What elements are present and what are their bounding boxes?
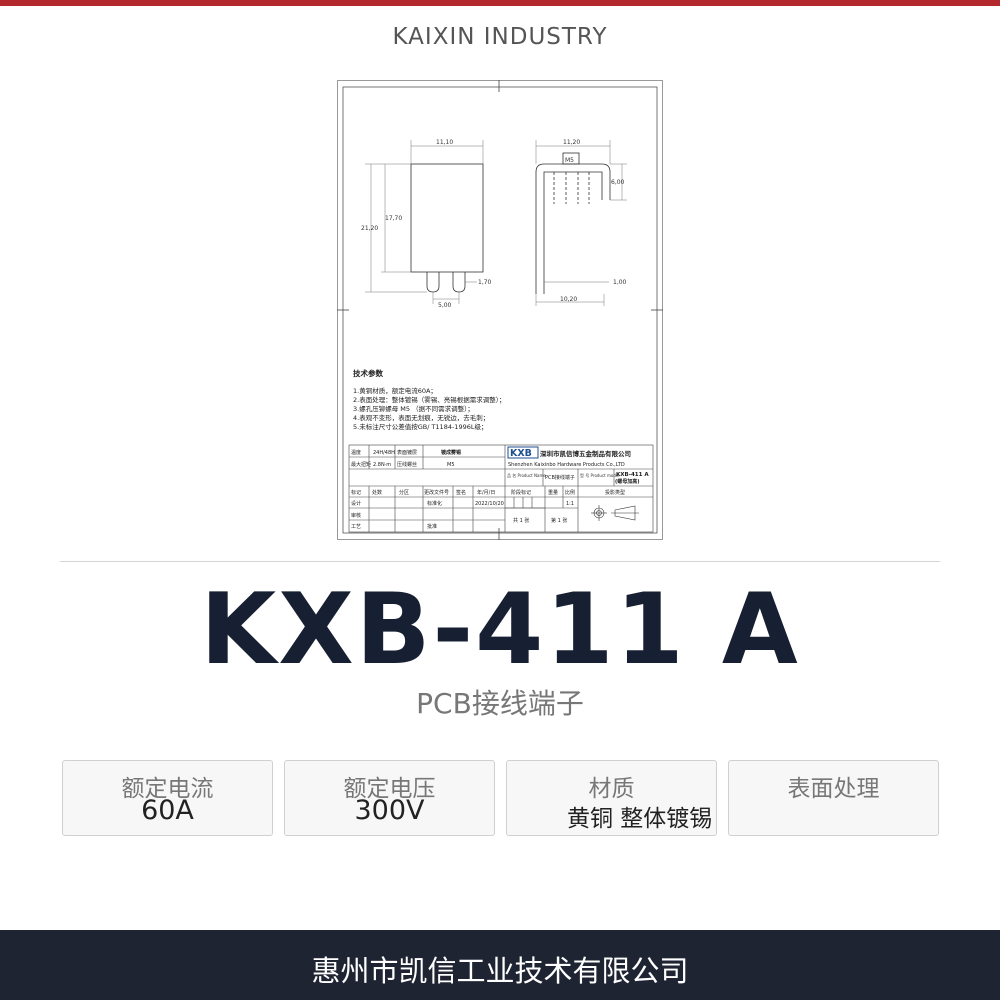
spec-label: 表面处理	[787, 776, 880, 802]
tb-head: 标记	[351, 489, 361, 496]
spec-label: 额定电流	[121, 776, 214, 802]
tb-head: 投影类型	[605, 489, 625, 496]
footer-bar: 惠州市凯信工业技术有限公司	[0, 930, 1000, 1000]
dim-h-body: 17,70	[385, 215, 402, 222]
spec-label: 额定电压	[343, 776, 436, 802]
dim-thread: M5	[565, 157, 574, 164]
tb-head: 分区	[399, 489, 409, 496]
tech-notes: 技术参数 1.黄铜材质，额定电流60A； 2.表面处理：整体镀锡（雾锡、亮锡根据…	[353, 368, 505, 431]
front-view	[365, 140, 484, 304]
spec-value: 300V	[354, 795, 425, 826]
model: KXB-411 A	[616, 472, 649, 478]
tb-cell: 标准化	[427, 500, 442, 507]
dim-base-w: 10,20	[560, 296, 577, 303]
spec-card-material: 材质 黄铜 整体镀锡（亮锡/雾锡可选）	[506, 760, 904, 836]
tech-line: 2.表面处理：整体镀锡（雾锡、亮锡根据需求调整）；	[353, 395, 505, 404]
tb-cell: 2.8N·m	[373, 462, 391, 468]
front-view-dims: 11,10 21,20 17,70 1,70 5,00	[361, 139, 492, 309]
section-divider	[60, 561, 940, 562]
technical-drawing: 11,10 21,20 17,70 1,70 5,00 11,20 M5 6,0…	[337, 80, 663, 540]
kxb-logo: KXB	[510, 448, 532, 459]
product-model: KXB-411 A	[200, 573, 800, 687]
spec-value: 60A	[141, 795, 194, 826]
model-label: 型 号 Product model	[580, 472, 619, 478]
dim-h-total: 21,20	[361, 225, 378, 232]
side-view-dims: 11,20 M5 6,00 1,00 10,20	[560, 139, 627, 303]
dim-pin-w: 1,70	[478, 279, 492, 286]
tb-cell: 最大扭矩	[351, 461, 371, 468]
tb-scale: 1:1	[566, 501, 574, 507]
tech-line: 1.黄铜材质，额定电流60A；	[353, 386, 437, 395]
tb-cell: 压线螺丝	[397, 461, 417, 468]
top-accent-bar	[0, 0, 1000, 6]
spec-label: 材质	[588, 776, 635, 802]
tb-head: 重量	[548, 489, 558, 496]
tb-cell: 工艺	[351, 524, 361, 530]
tb-sheets-total: 共 1 张	[513, 517, 529, 524]
dim-h-side: 6,00	[611, 179, 625, 186]
tb-cell: 2022/10/20	[475, 501, 504, 507]
dim-pin-pitch: 5,00	[438, 302, 452, 309]
product-name: PCB接线端子	[545, 474, 575, 481]
footer-company: 惠州市凯信工业技术有限公司	[311, 954, 689, 988]
dim-w-side: 11,20	[563, 139, 580, 146]
company-en: Shenzhen Kaixinbo Hardware Products Co.,…	[508, 462, 625, 468]
tech-line: 5.未标注尺寸公差值按GB/ T1184-1996L级；	[353, 422, 487, 431]
brand-name: KAIXIN INDUSTRY	[392, 24, 608, 50]
tb-cell: 批准	[427, 523, 437, 530]
tb-head: 比例	[565, 489, 575, 496]
title-block: 温度 24H/48H 表面镀层 镀成雾锡 最大扭矩 2.8N·m 压线螺丝 M5…	[348, 444, 654, 533]
tb-head: 阶段标记	[511, 489, 531, 496]
spec-card-voltage: 额定电压 300V	[284, 760, 495, 836]
tb-cell: 温度	[351, 449, 361, 456]
tb-cell: 审核	[351, 512, 361, 519]
tb-cell: 镀成雾锡	[441, 449, 461, 456]
tech-line: 4.表观不变形，表面无划痕，无锐边，去毛刺；	[353, 413, 489, 422]
tb-cell: 表面镀层	[397, 449, 417, 456]
product-subtitle: PCB接线端子	[416, 687, 584, 720]
tech-title: 技术参数	[353, 368, 383, 378]
tb-head: 年/月/日	[477, 489, 495, 496]
tb-head: 更改文件号	[424, 489, 449, 496]
product-name-label: 品 名 Product Name	[507, 472, 546, 478]
tb-head: 签名	[456, 489, 466, 496]
company-cn: 深圳市凯信博五金制品有限公司	[540, 449, 631, 458]
spec-card-current: 额定电流 60A	[62, 760, 273, 836]
side-view	[535, 140, 627, 306]
dim-w-front: 11,10	[436, 139, 453, 146]
tb-cell: M5	[447, 462, 455, 468]
tb-cell: 24H/48H	[373, 450, 395, 456]
tech-line: 3.螺孔压铆螺母 M5 （据不同需求调整）；	[353, 404, 474, 413]
projection-symbol	[591, 505, 639, 521]
tb-sheet-no: 第 1 张	[551, 517, 567, 524]
dim-thickness: 1,00	[613, 279, 627, 286]
tb-head: 处数	[372, 489, 382, 496]
tb-cell: 设计	[351, 500, 361, 507]
spec-card-finish: 表面处理	[728, 760, 939, 836]
model-note: (螺母加高)	[615, 478, 640, 485]
